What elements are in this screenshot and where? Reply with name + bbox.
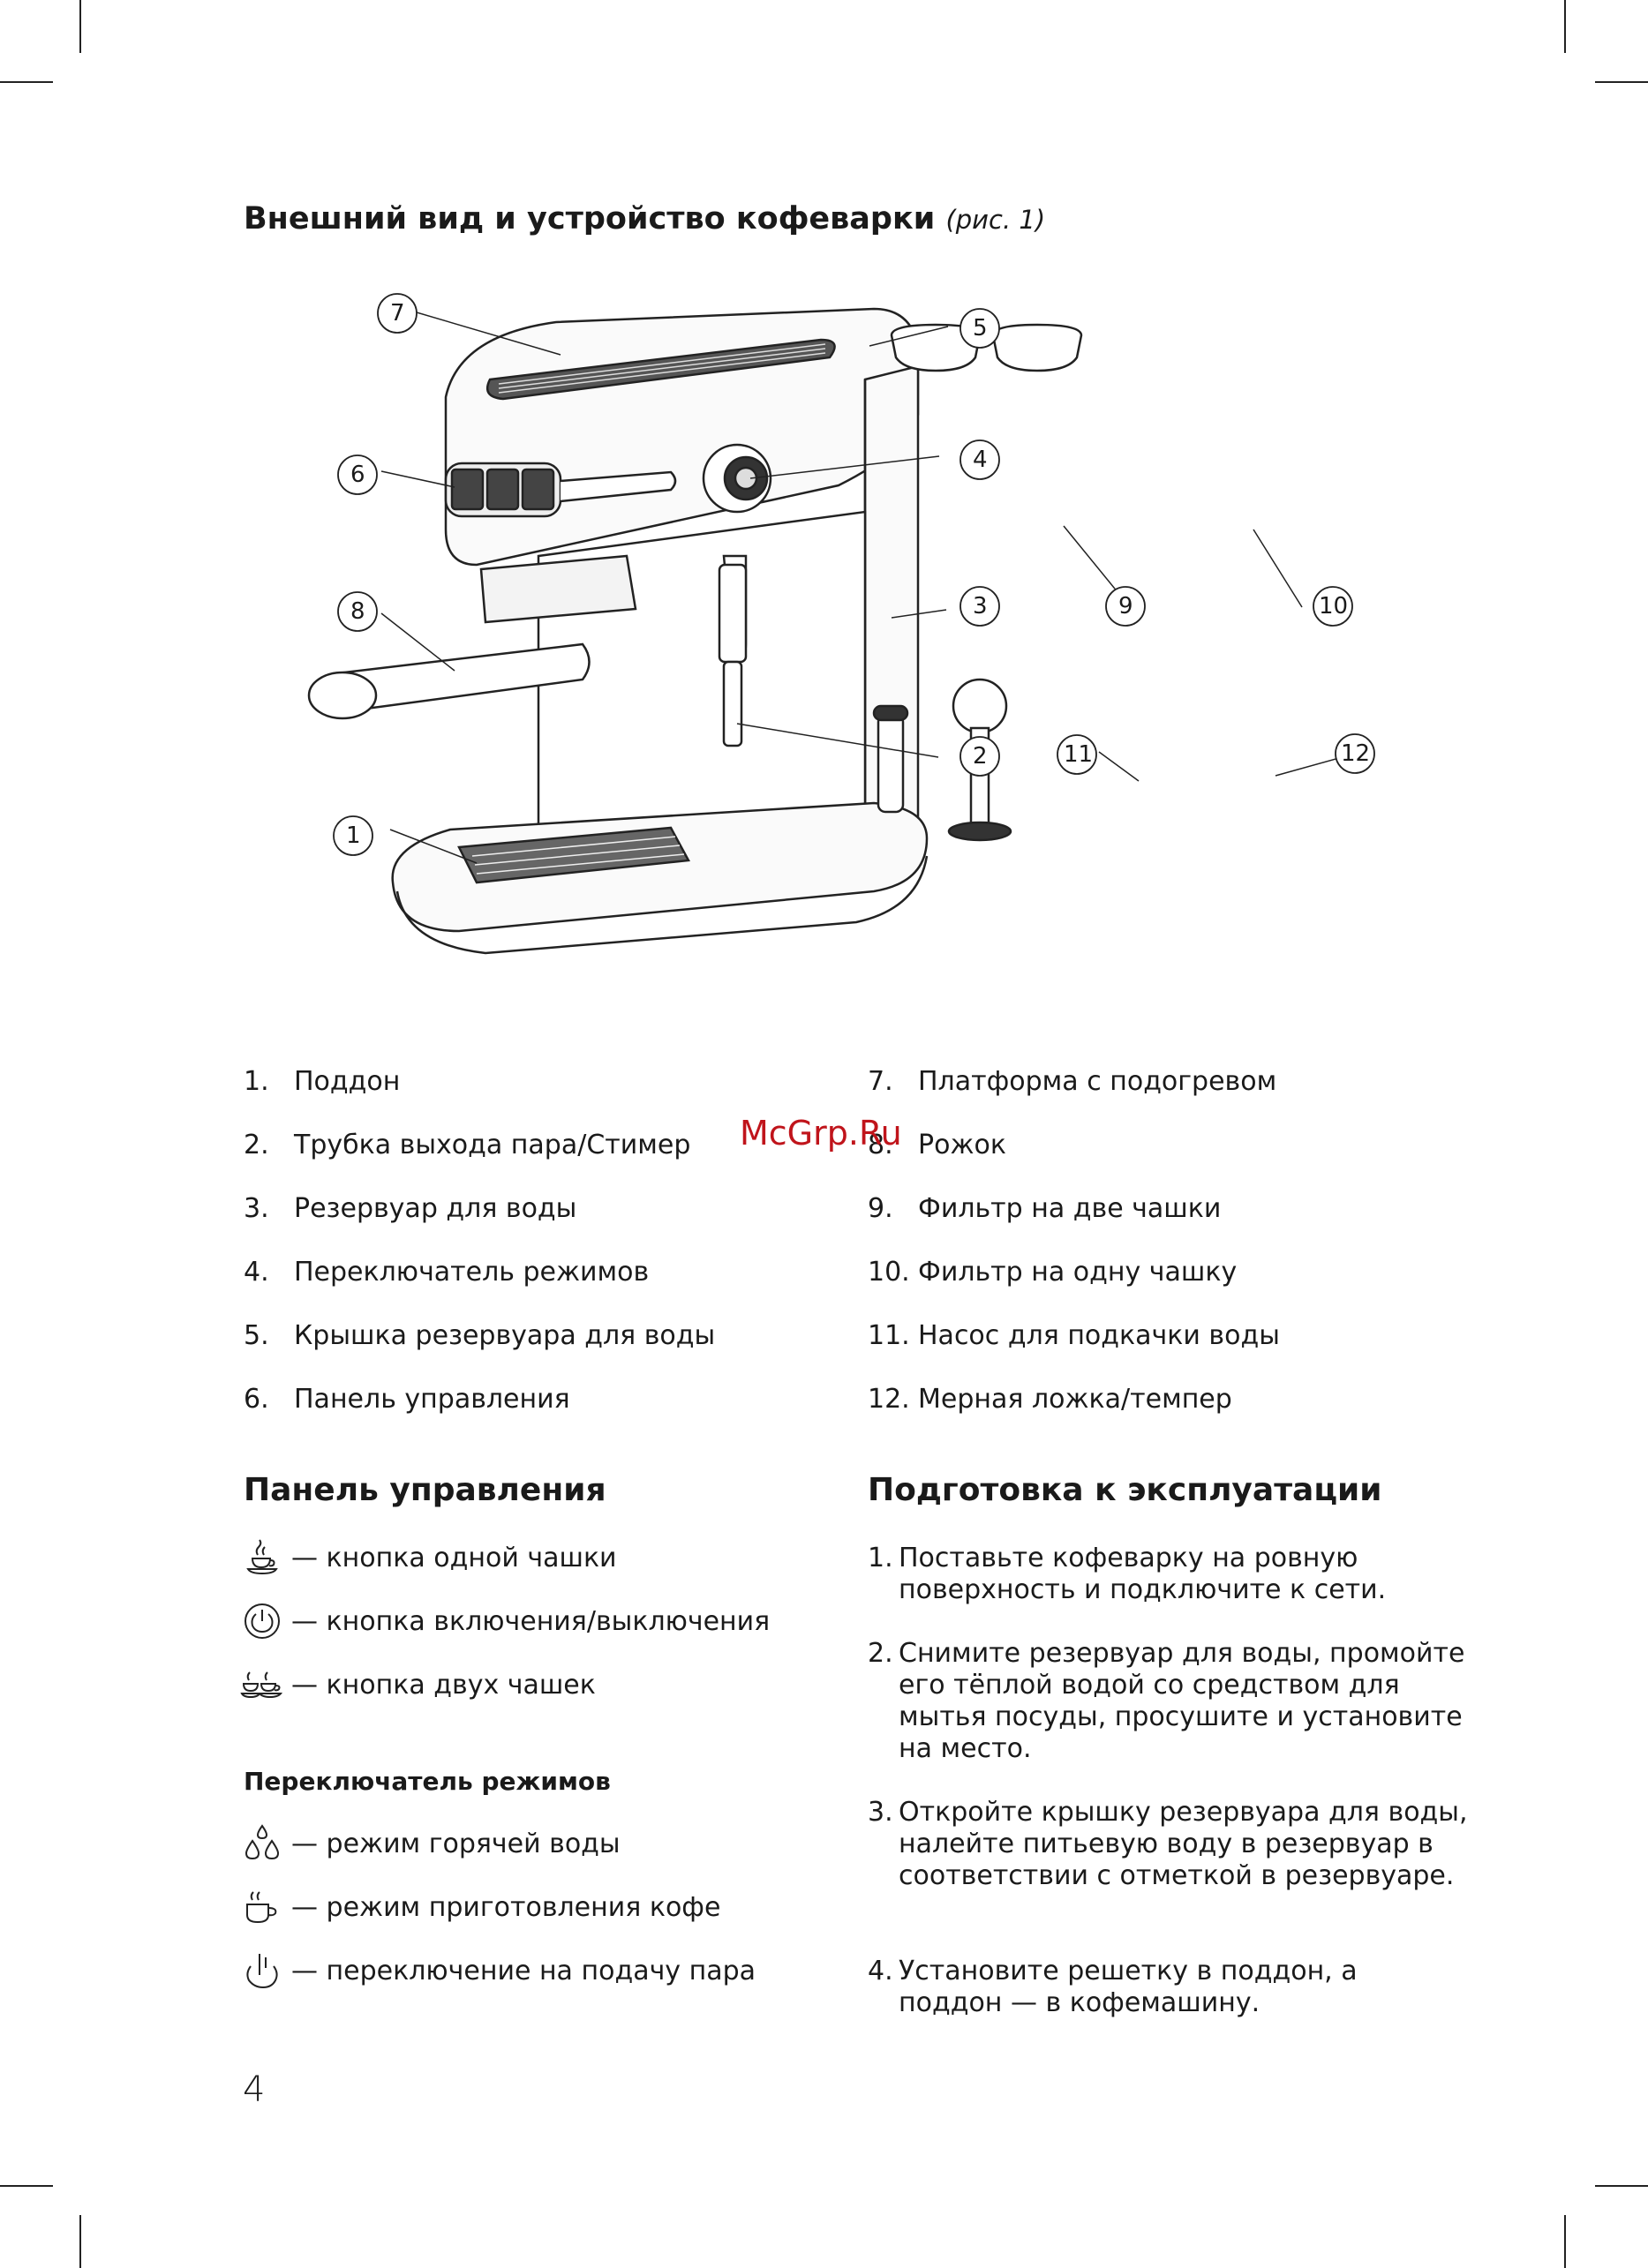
callout-3: 3: [973, 593, 988, 620]
callout-9: 9: [1118, 593, 1133, 620]
callout-11: 11: [1064, 741, 1094, 768]
list-item: 7.Платформа с подогревом: [868, 1066, 1277, 1097]
crop-mark: [79, 2215, 81, 2268]
callout-12: 12: [1341, 740, 1371, 767]
list-item: — кнопка двух чашек: [240, 1663, 596, 1707]
callout-7: 7: [390, 300, 405, 327]
crop-mark: [79, 0, 81, 53]
page-title: Внешний вид и устройство кофеварки (рис.…: [244, 201, 1045, 237]
list-item: 3.Резервуар для воды: [244, 1193, 577, 1224]
filter-baskets: [890, 323, 1083, 372]
list-item: 2.Снимите резервуар для воды, промойте е…: [868, 1638, 1465, 1764]
item-text: — переключение на подачу пара: [291, 1955, 756, 1986]
callout-markers: [333, 293, 1375, 856]
figure-reference: (рис. 1): [945, 205, 1046, 235]
list-item: 5.Крышка резервуара для воды: [244, 1320, 716, 1351]
callout-1: 1: [346, 822, 361, 849]
item-text: — режим приготовления кофе: [291, 1891, 721, 1923]
pump-and-tamper: [872, 678, 1012, 842]
list-item: 6.Панель управления: [244, 1384, 570, 1415]
crop-mark: [1595, 81, 1648, 83]
crop-mark: [0, 81, 53, 83]
list-item: 1.Поддон: [244, 1066, 401, 1097]
callout-10: 10: [1319, 593, 1349, 620]
callout-6: 6: [350, 462, 365, 488]
crop-mark: [1564, 0, 1566, 53]
control-panel-heading: Панель управления: [244, 1472, 606, 1508]
preparation-heading: Подготовка к эксплуатации: [868, 1472, 1382, 1508]
list-item: 10.Фильтр на одну чашку: [868, 1257, 1238, 1288]
hot-water-drops-icon: [245, 1824, 280, 1860]
crop-mark: [0, 2185, 53, 2187]
page-number: 4: [243, 2069, 266, 2110]
callout-5: 5: [973, 315, 988, 342]
power-icon: [245, 1603, 280, 1639]
mode-switch-heading: Переключатель режимов: [244, 1767, 611, 1796]
list-item: 4.Установите решетку в поддон, а поддон …: [868, 1956, 1358, 2018]
callout-labels: 7 5 4 6 3 8 2 1 9 10 11 12: [256, 274, 1403, 1024]
list-item: — режим приготовления кофе: [240, 1885, 720, 1929]
watermark: McGrp.Ru: [740, 1114, 902, 1153]
list-item: 3.Откройте крышку резервуара для воды, н…: [868, 1797, 1468, 1891]
crop-mark: [1595, 2185, 1648, 2187]
list-item: 1.Поставьте кофеварку на ровную поверхно…: [868, 1543, 1387, 1605]
callout-8: 8: [350, 598, 365, 625]
crop-mark: [1564, 2215, 1566, 2268]
coffee-machine-figure: [307, 293, 1375, 955]
list-item: 11.Насос для подкачки воды: [868, 1320, 1280, 1351]
list-item: — режим горячей воды: [240, 1821, 621, 1866]
steam-icon: [246, 1954, 278, 1989]
list-item: 8.Рожок: [868, 1130, 1006, 1160]
item-text: — кнопка включения/выключения: [291, 1605, 771, 1637]
one-cup-icon: [246, 1539, 278, 1575]
item-text: — кнопка одной чашки: [291, 1542, 617, 1573]
callout-2: 2: [973, 743, 988, 770]
item-text: — режим горячей воды: [291, 1828, 621, 1859]
list-item: 2.Трубка выхода пара/Стимер: [244, 1130, 691, 1160]
list-item: 12.Мерная ложка/темпер: [868, 1384, 1232, 1415]
item-text: — кнопка двух чашек: [291, 1669, 596, 1701]
list-item: 4.Переключатель режимов: [244, 1257, 650, 1288]
callout-4: 4: [973, 447, 988, 473]
list-item: — кнопка одной чашки: [240, 1536, 617, 1580]
list-item: — кнопка включения/выключения: [240, 1599, 770, 1643]
title-text: Внешний вид и устройство кофеварки: [244, 201, 936, 237]
list-item: — переключение на подачу пара: [240, 1949, 756, 1993]
list-item: 9.Фильтр на две чашки: [868, 1193, 1222, 1224]
coffee-machine-illustration: [307, 307, 929, 955]
coffee-cup-icon: [246, 1891, 277, 1924]
two-cups-icon: [240, 1671, 283, 1699]
